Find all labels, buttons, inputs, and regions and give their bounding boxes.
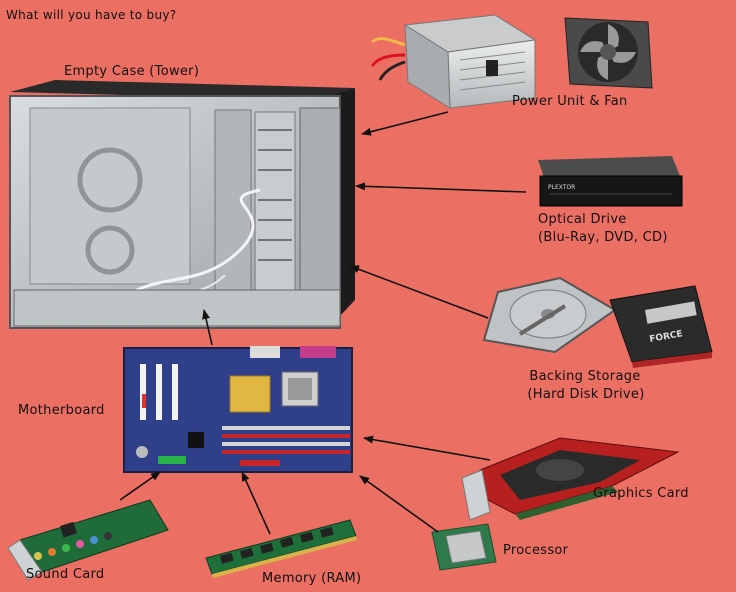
label-power-unit-fan: Power Unit & Fan (512, 94, 628, 109)
arrow-motherboard-to-case (202, 309, 213, 346)
label-memory: Memory (RAM) (262, 571, 362, 586)
label-backing-storage: Backing Storage (529, 369, 641, 384)
page-title: What will you have to buy? (6, 8, 177, 22)
arrow-memory-to-motherboard (241, 471, 271, 535)
hard-disk-image (482, 276, 617, 354)
optical-drive-image: PLEXTOR (538, 156, 683, 207)
motherboard-image (123, 346, 353, 473)
label-sound-card: Sound Card (26, 567, 105, 582)
empty-case-image (9, 80, 355, 329)
power-unit-image (370, 14, 537, 109)
sound-card-image (7, 499, 169, 581)
label-graphics-card: Graphics Card (593, 486, 689, 501)
ssd-image: FORCE (609, 285, 713, 368)
label-motherboard: Motherboard (18, 403, 105, 418)
arrow-power-to-case (361, 111, 449, 136)
arrow-optical-to-case (355, 182, 527, 193)
arrow-storage-to-case (349, 265, 489, 319)
label-hard-disk-drive: (Hard Disk Drive) (527, 387, 645, 402)
memory-image (205, 519, 357, 578)
optical-brand-text: PLEXTOR (548, 184, 575, 191)
fan-image (564, 17, 653, 89)
arrow-sound-to-motherboard (119, 471, 161, 501)
graphics-card-image (461, 437, 680, 521)
arrow-graphics-to-motherboard (363, 435, 491, 461)
arrow-processor-to-motherboard (359, 475, 439, 533)
processor-image (431, 523, 497, 571)
label-optical-drive-types: (Blu-Ray, DVD, CD) (538, 230, 668, 245)
label-empty-case: Empty Case (Tower) (64, 64, 200, 79)
label-processor: Processor (503, 543, 569, 558)
label-optical-drive: Optical Drive (538, 212, 627, 227)
